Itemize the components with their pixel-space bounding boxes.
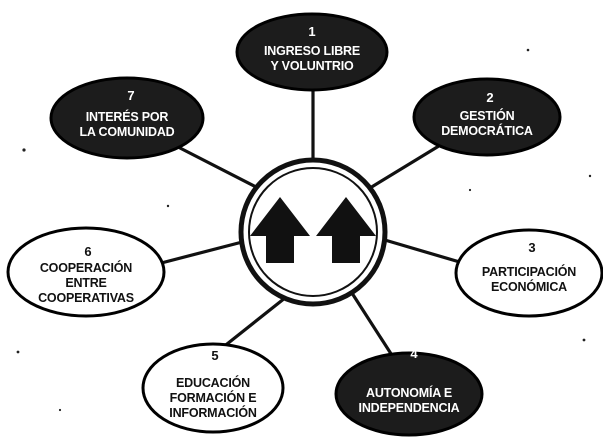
principle-5-label-line-1: EDUCACIÓN (176, 375, 250, 390)
principle-7-oval (49, 76, 205, 160)
principle-6-label-line-3: COOPERATIVAS (38, 291, 134, 305)
principle-3-number: 3 (528, 240, 535, 255)
center-inner-ring (248, 167, 378, 297)
principle-2-label-line-2: DEMOCRÁTICA (441, 123, 533, 138)
principle-7-label-line-1: INTERÉS POR (86, 109, 169, 124)
principle-5-label-line-3: INFORMACIÓN (169, 405, 257, 420)
principle-6-label-line-1: COOPERACIÓN (40, 260, 132, 275)
principle-7-label-line-2: LA COMUNIDAD (79, 125, 174, 139)
principle-5-label-line-2: FORMACIÓN E (170, 390, 257, 405)
principle-6: 6 COOPERACIÓN ENTRE COOPERATIVAS (6, 226, 166, 318)
principle-3-oval (454, 228, 603, 318)
principle-5-number: 5 (211, 348, 218, 363)
principle-1-number: 1 (308, 24, 315, 39)
principle-7: 7 INTERÉS POR LA COMUNIDAD (49, 76, 205, 160)
principle-3: 3 PARTICIPACIÓN ECONÓMICA (454, 228, 603, 318)
principle-4: 4 AUTONOMÍA E INDEPENDENCIA (334, 346, 484, 437)
principle-1: 1 INGRESO LIBRE Y VOLUNTRIO (235, 12, 389, 92)
center-emblem (238, 157, 388, 307)
principle-3-label-line-1: PARTICIPACIÓN (482, 264, 576, 279)
principle-1-oval (235, 12, 389, 92)
principle-6-number: 6 (84, 244, 91, 259)
principle-4-label-line-1: AUTONOMÍA E (366, 385, 452, 400)
center-outer-ring (238, 157, 388, 307)
spoke-4 (348, 288, 397, 362)
principle-4-oval (334, 351, 484, 437)
right-up-arrow (316, 197, 376, 263)
principle-1-label-line-1: INGRESO LIBRE (264, 44, 360, 58)
principle-2: 2 GESTIÓN DEMOCRÁTICA (412, 77, 562, 157)
principle-2-number: 2 (486, 90, 493, 105)
principle-4-number: 4 (410, 346, 418, 361)
principle-6-label-line-2: ENTRE (65, 276, 106, 290)
principle-4-label-line-2: INDEPENDENCIA (359, 401, 460, 415)
principle-2-oval (412, 77, 562, 157)
principle-5: 5 EDUCACIÓN FORMACIÓN E INFORMACIÓN (141, 342, 285, 434)
principle-5-oval (141, 342, 285, 434)
twin-up-arrows-icon (250, 197, 376, 263)
principle-2-label-line-1: GESTIÓN (460, 108, 515, 123)
spokes (140, 83, 482, 362)
scan-noise (16, 48, 592, 412)
left-up-arrow (250, 197, 310, 263)
spoke-7 (178, 146, 260, 190)
principle-3-label-line-2: ECONÓMICA (491, 279, 567, 294)
principle-1-label-line-2: Y VOLUNTRIO (271, 59, 354, 73)
principle-6-oval (6, 226, 166, 318)
principle-7-number: 7 (127, 88, 134, 103)
spoke-5 (220, 292, 292, 350)
